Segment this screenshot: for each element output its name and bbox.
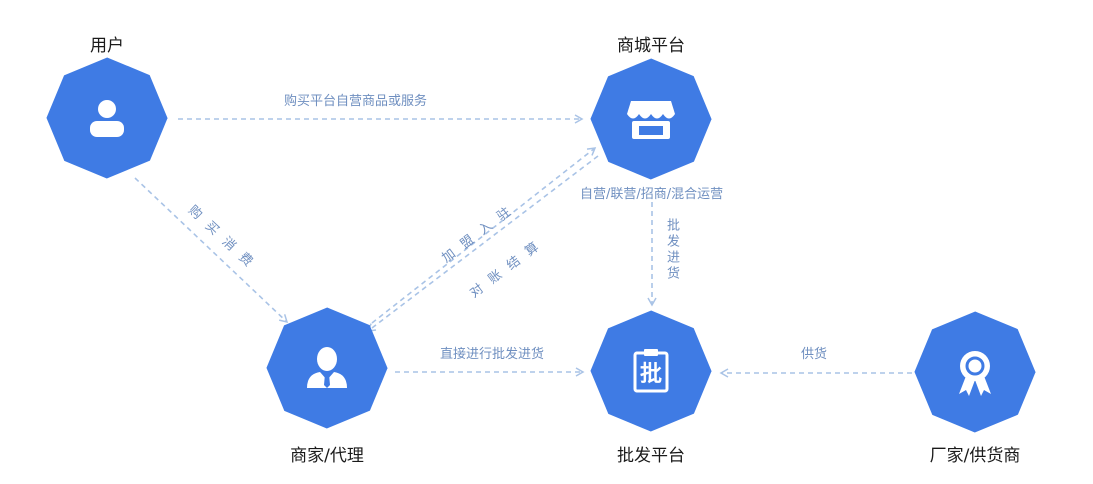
businessman-icon <box>307 347 347 388</box>
edge-user-to-merchant <box>134 177 289 324</box>
edge-merchant-to-mall <box>371 147 597 324</box>
edge-mall-to-merchant <box>366 155 599 332</box>
award-ribbon-icon <box>959 351 991 396</box>
edges <box>134 114 912 378</box>
clipboard-glyph: 批 <box>640 362 662 387</box>
node-mall[interactable] <box>578 46 724 192</box>
clipboard-icon: 批 <box>633 349 669 393</box>
node-merchant[interactable] <box>254 295 400 441</box>
node-label-mall: 商城平台 <box>617 36 685 56</box>
edge-label-supplier-to-wholesale: 供货 <box>801 347 828 362</box>
node-label-user: 用户 <box>90 36 124 56</box>
edge-label-merchant-to-wholesale: 直接进行批发进货 <box>440 347 545 362</box>
node-user[interactable] <box>34 45 180 191</box>
node-label-merchant: 商家/代理 <box>290 446 364 466</box>
storefront-icon <box>627 101 675 139</box>
node-wholesale[interactable]: 批 <box>578 298 724 444</box>
user-icon <box>90 100 124 137</box>
edge-label-user-to-mall: 购买平台自营商品或服务 <box>284 94 428 109</box>
octagon-shape <box>590 58 712 180</box>
node-supplier[interactable] <box>902 299 1048 445</box>
node-label-supplier: 厂家/供货商 <box>929 446 1021 466</box>
edge-label-mall-to-wholesale: 批发进货 <box>664 218 679 282</box>
octagon-shape <box>590 310 712 432</box>
edge-label-mall-modes: 自营/联营/招商/混合运营 <box>580 187 724 202</box>
node-label-wholesale: 批发平台 <box>617 446 685 466</box>
